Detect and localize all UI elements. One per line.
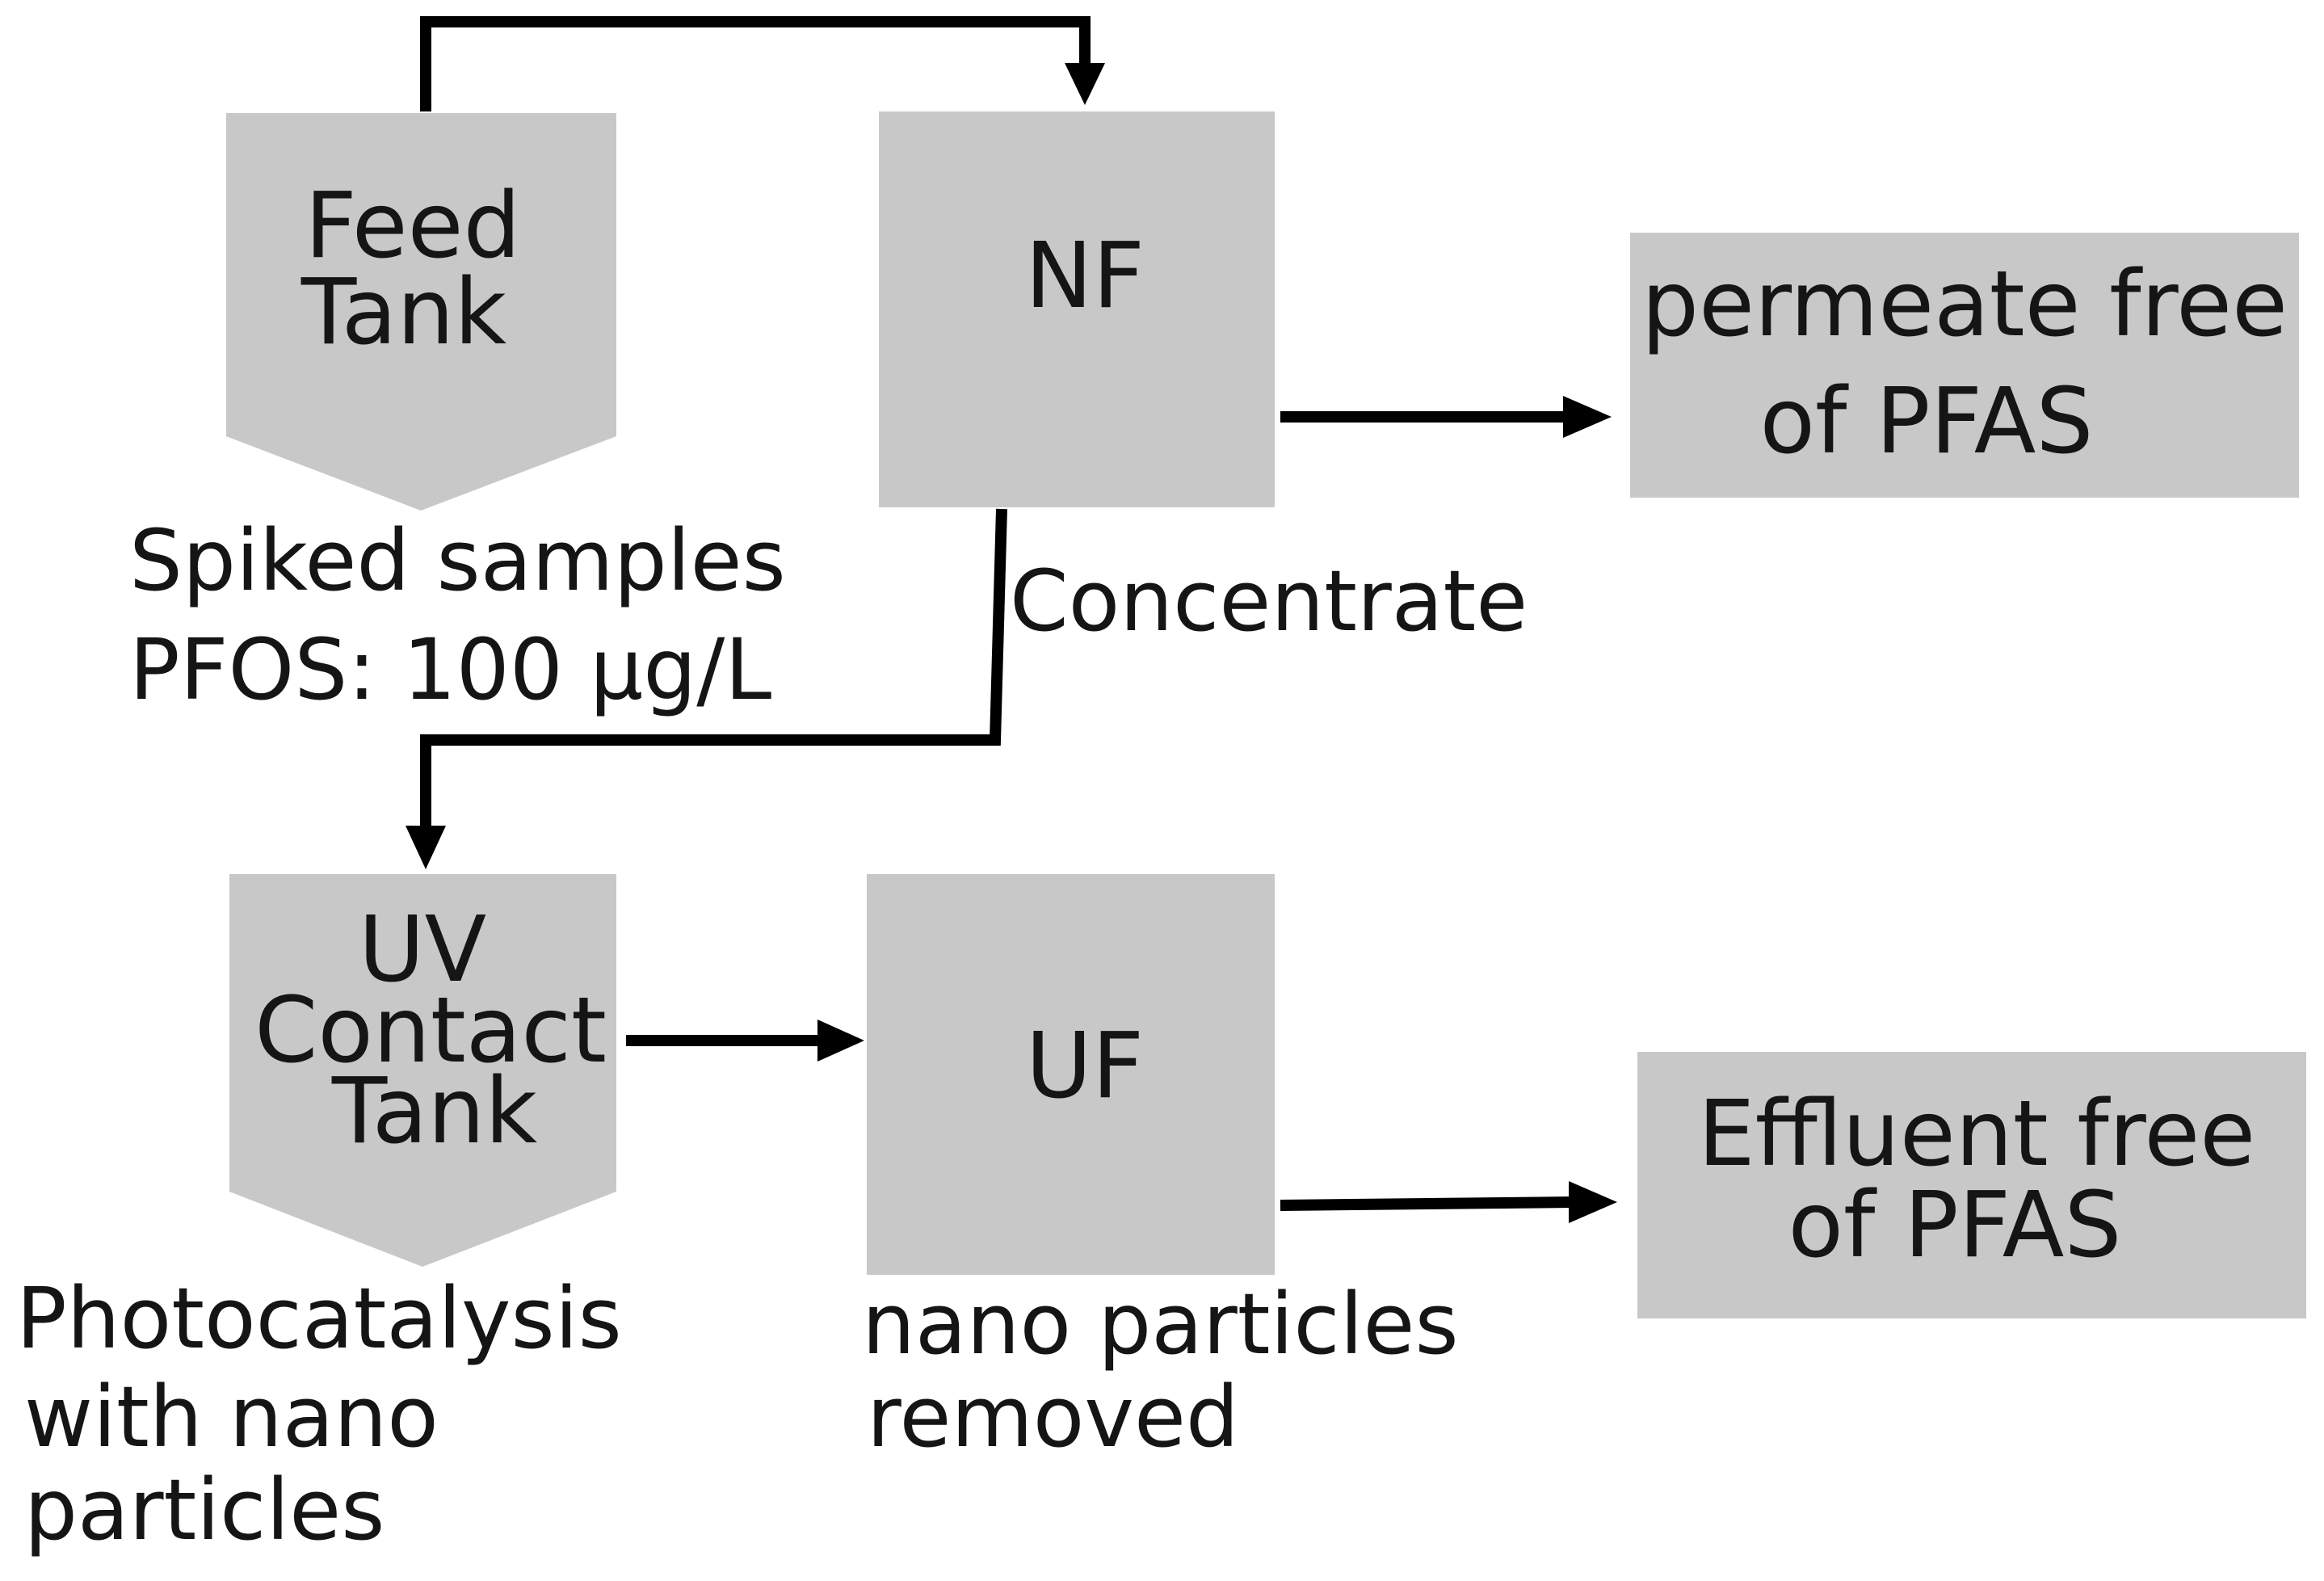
photocatalysis-annotation-line1: Photocatalysis (16, 1269, 622, 1368)
uv-tank-label-line3: Tank (331, 1059, 537, 1164)
feed-tank-label-line1: Feed (305, 174, 520, 279)
uv-to-uf-arrowhead (817, 1020, 864, 1062)
photocatalysis-annotation-line3: particles (24, 1461, 385, 1559)
uv-contact-tank-node (229, 874, 616, 1267)
spiked-samples-annotation-line2: PFOS: 100 µg/L (129, 620, 771, 719)
permeate-label-line2: of PFAS (1760, 369, 2094, 474)
spiked-samples-annotation-line1: Spiked samples (129, 511, 786, 610)
uf-label: UF (1026, 1014, 1144, 1119)
effluent-label-line2: of PFAS (1788, 1173, 2122, 1278)
nf-to-permeate-arrowhead (1563, 396, 1612, 438)
permeate-label-line1: permeate free (1641, 252, 2288, 357)
feed-tank-label-line2: Tank (300, 260, 506, 365)
nf-node (879, 111, 1275, 507)
feed-to-nf-connector (420, 16, 1091, 111)
nf-label: NF (1025, 224, 1145, 329)
uv-tank-label-line2: Contact (254, 978, 607, 1083)
photocatalysis-annotation-line2: with nano (24, 1368, 439, 1466)
permeate-node (1630, 233, 2299, 498)
nano-removed-annotation-line1: nano particles (862, 1275, 1459, 1373)
concentrate-annotation: Concentrate (1010, 552, 1528, 650)
feed-to-nf-arrowhead (1065, 63, 1105, 105)
nf-to-uv-arrowhead (406, 826, 446, 869)
effluent-node (1637, 1052, 2306, 1318)
feed-tank-node (226, 113, 616, 511)
nano-removed-annotation-line2: removed (867, 1368, 1239, 1466)
effluent-label-line1: Effluent free (1698, 1082, 2255, 1187)
uv-tank-label-line1: UV (359, 898, 487, 1003)
uf-to-effluent-arrowhead (1569, 1181, 1617, 1223)
nf-to-uv-connector (420, 508, 1007, 832)
uf-to-effluent-connector (1280, 1196, 1574, 1211)
uf-node (867, 874, 1275, 1275)
